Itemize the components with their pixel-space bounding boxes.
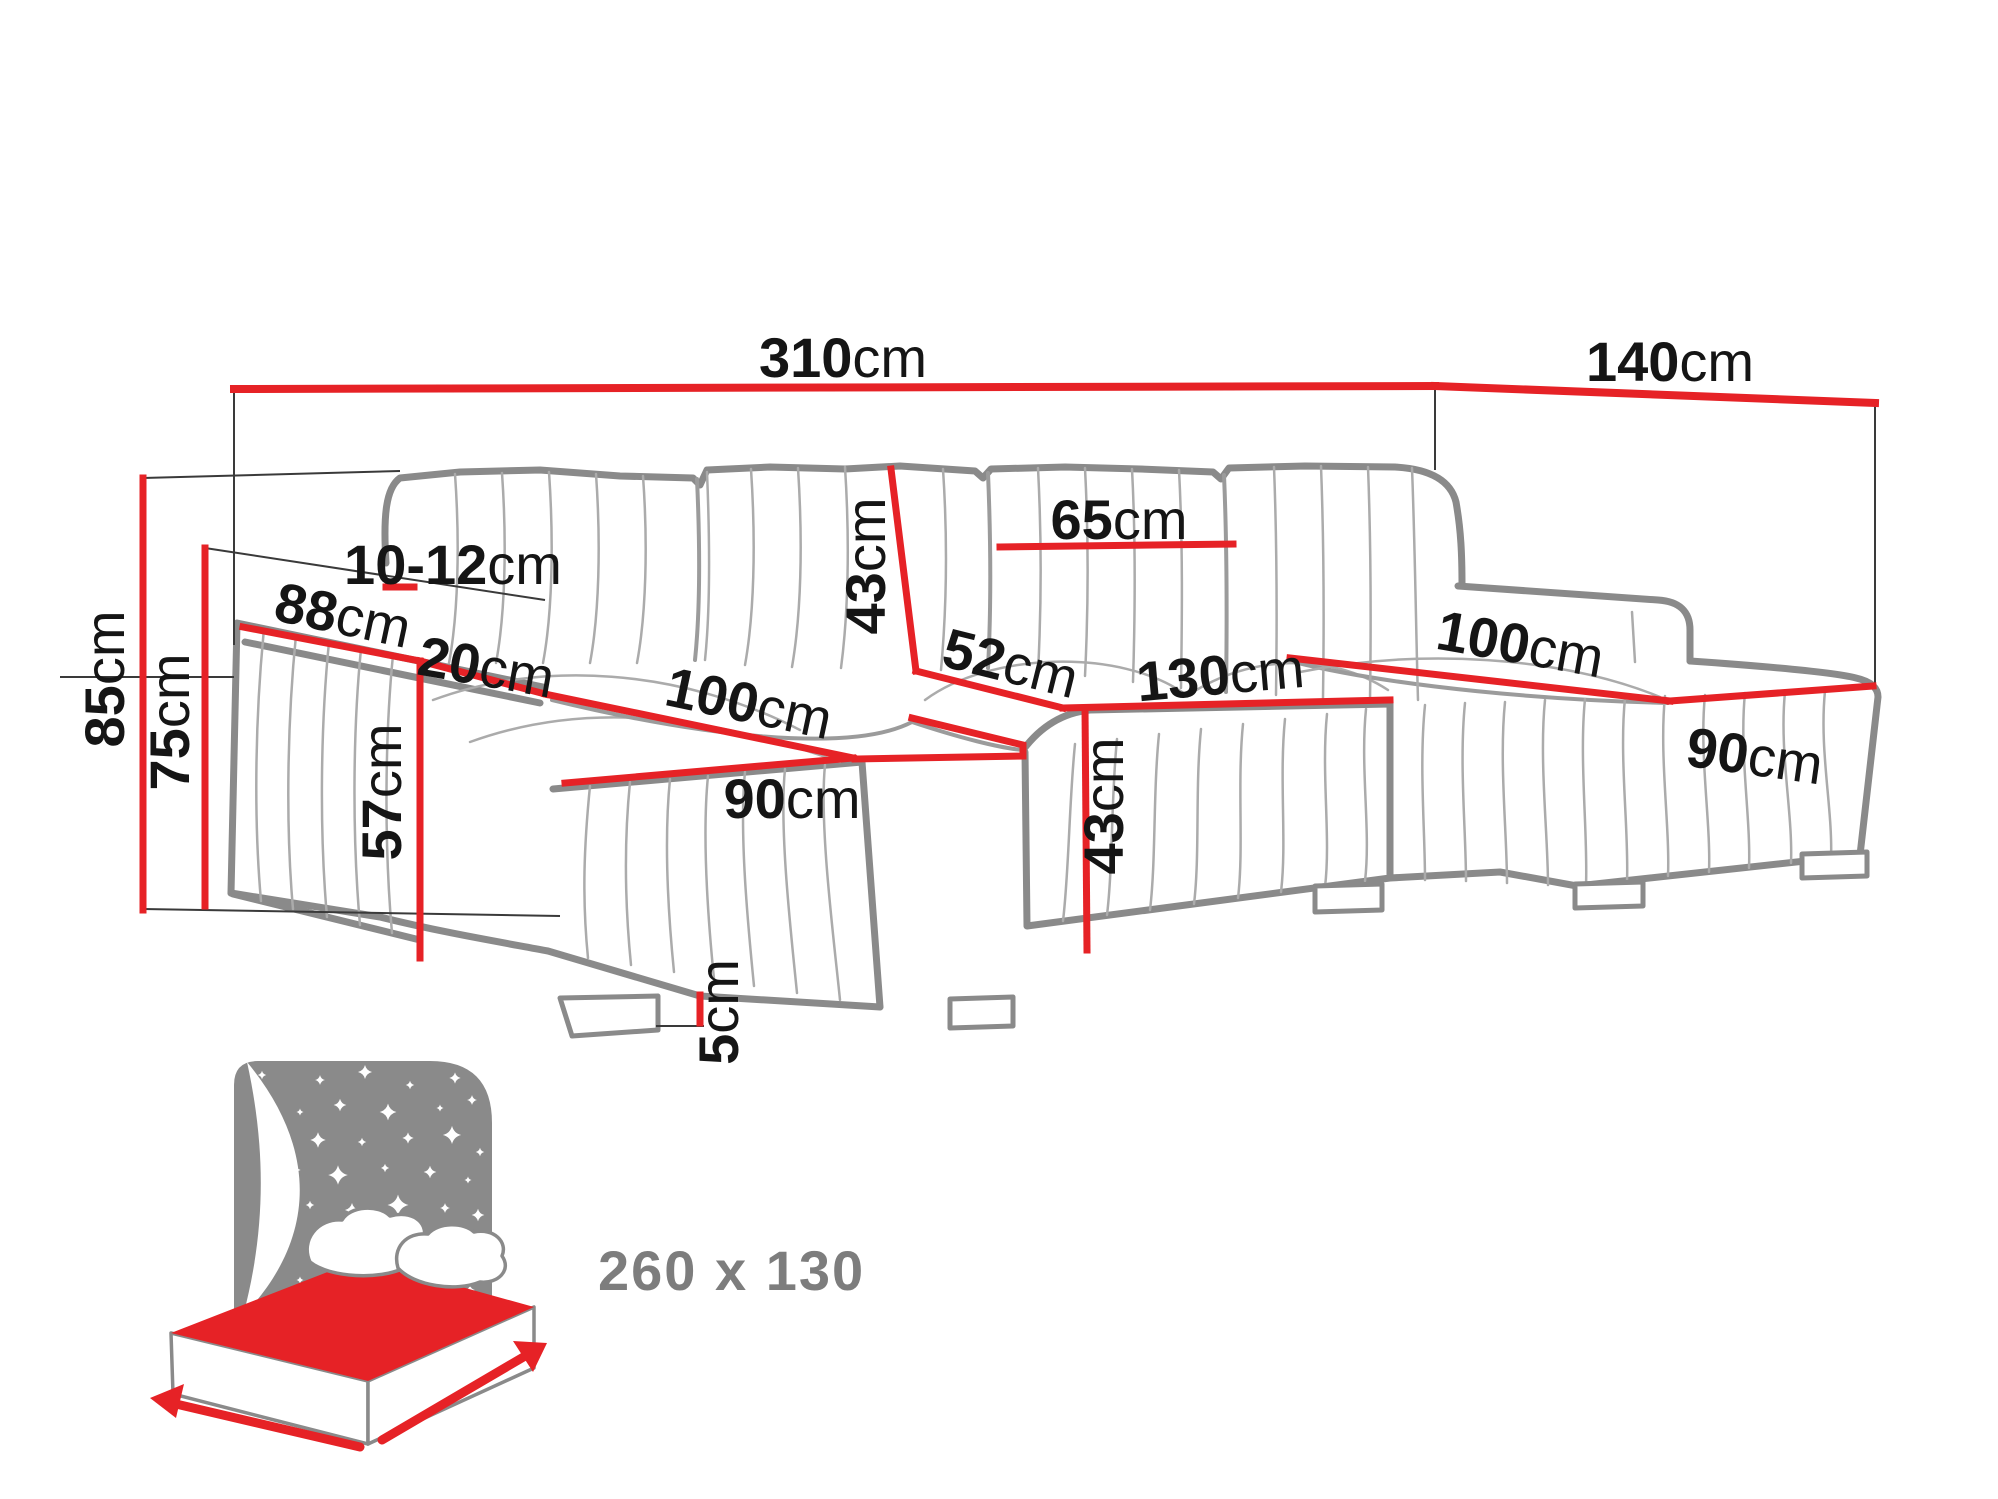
left-chaise-outer-pleats	[255, 627, 395, 935]
dim-label-armrest-width: 20cm	[413, 624, 559, 710]
backrest-pleats	[447, 464, 1420, 702]
seat-boundary-right	[1292, 660, 1670, 705]
dim-label-backrest-height: 43cm	[834, 498, 897, 635]
dim-line-chaise-right-width	[1666, 682, 1877, 705]
arrow-head-icon	[150, 1384, 184, 1418]
left-chaise-bottom-edge	[227, 889, 884, 1011]
leg	[1799, 849, 1870, 881]
pillow-icon	[394, 1223, 508, 1289]
dim-label-armrest-length: 88cm	[270, 570, 417, 660]
right-armrest-inner-line	[1630, 610, 1637, 664]
right-chaise-front-pleats	[1421, 689, 1833, 887]
center-front-pleats	[1061, 707, 1369, 923]
dim-label-total-height: 85cm	[73, 611, 136, 748]
dim-line-center-seat-width	[1059, 696, 1394, 712]
right-chaise-top-edge	[1686, 657, 1882, 859]
dim-line-total-depth	[1430, 381, 1880, 408]
dim-line-armrest-length	[238, 622, 425, 666]
mattress-top-icon	[171, 1259, 534, 1381]
left-chaise-front-pleats	[583, 763, 842, 1002]
dim-line-chaise-inner-edge	[851, 713, 1027, 763]
dimension-lines	[139, 381, 1880, 1027]
moon-swoosh-icon	[243, 1062, 300, 1316]
dim-line-chaise-left-length	[540, 689, 858, 763]
dim-label-chaise-seat-height: 57cm	[350, 724, 413, 861]
dim-line-seat-depth	[911, 666, 1068, 713]
arrow-length-icon	[171, 1399, 365, 1452]
stars-icon	[0, 0, 485, 1295]
dim-line-back-cushion-width	[996, 540, 1237, 551]
dim-line-total-width	[229, 381, 1440, 394]
dim-label-chaise-right-width: 90cm	[1683, 715, 1827, 796]
dim-label-armrest-height: 75cm	[138, 654, 201, 791]
dim-label-center-seat-width: 130cm	[1134, 636, 1307, 713]
left-chaise-cushion-arc1	[431, 674, 802, 732]
right-chaise-bottom-edge	[1386, 851, 1864, 890]
dimension-labels: 310cm 140cm 85cm 75cm 10-12cm 88cm 20cm …	[73, 326, 1827, 1065]
dim-label-total-depth: 140cm	[1586, 330, 1754, 393]
arrow-head-icon	[513, 1341, 547, 1372]
dim-label-chaise-left-width: 90cm	[724, 767, 861, 830]
dim-label-headrest-gap: 10-12cm	[344, 533, 562, 596]
dim-line-chaise-right-length	[1286, 654, 1674, 705]
leg	[1572, 879, 1646, 911]
sofa-legs	[557, 849, 1870, 1039]
leg	[947, 994, 1016, 1031]
sleeping-size-label: 260 x 130	[598, 1239, 865, 1302]
dim-line-chaise-left-width	[561, 754, 857, 787]
dim-label-chaise-right-length: 100cm	[1432, 598, 1608, 689]
dim-line-seat-height	[1081, 704, 1091, 954]
dim-line-backrest-height	[887, 465, 920, 675]
guide-lines	[60, 386, 1876, 1027]
guide-height-top	[142, 470, 401, 479]
sleeping-function-icon: 260 x 130	[0, 0, 865, 1452]
backrest-outline	[381, 462, 1466, 589]
dim-label-leg-height: 5cm	[687, 959, 750, 1065]
leg	[1312, 881, 1385, 915]
dim-label-total-width: 310cm	[759, 326, 927, 389]
seat-boundary-left	[550, 698, 1025, 752]
guide-armrest-top	[204, 547, 546, 601]
arrow-width-icon	[377, 1347, 537, 1445]
leg	[557, 993, 661, 1039]
dim-line-armrest-width	[415, 656, 550, 699]
dim-label-seat-height: 43cm	[1072, 738, 1135, 875]
guide-height-bottom	[142, 908, 561, 917]
dim-label-back-cushion-width: 65cm	[1051, 488, 1188, 551]
right-armrest-outline	[1454, 582, 1694, 665]
